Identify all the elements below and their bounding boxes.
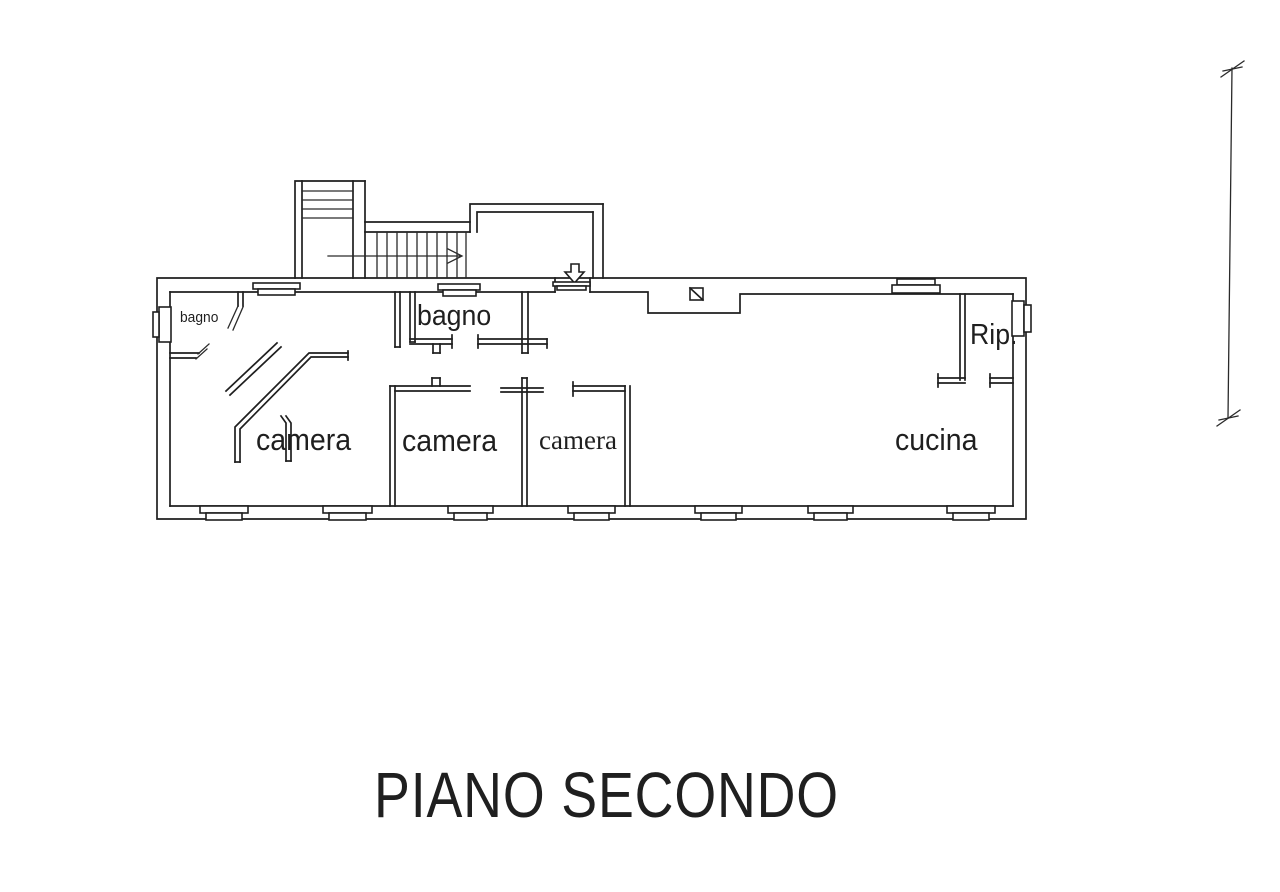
window [252,282,301,296]
room-label-bagno-small: bagno [180,309,219,326]
dimension-line [1216,60,1245,427]
room-label-camera-1: camera [256,422,352,457]
camera-partition-walls [389,291,631,507]
room-label-camera-3: camera [539,425,617,455]
camera1-angled-walls [224,341,349,463]
stairs-direction-arrow-icon [327,248,464,264]
window [567,505,616,521]
floor-title: PIANO SECONDO [374,759,839,831]
window [946,505,996,521]
window [322,505,373,521]
room-label-rip: Rip. [970,319,1018,351]
window [199,505,249,521]
rip-walls [937,293,1014,388]
window [694,505,743,521]
window [152,306,172,343]
bagno-walls [409,291,548,354]
staircase [294,180,604,279]
room-label-camera-2: camera [402,423,498,458]
building-walls [156,277,1027,520]
window [1011,300,1032,337]
entrance-arrow-icon [563,263,586,285]
window [447,505,494,521]
window [891,278,941,294]
room-label-cucina: cucina [895,422,978,457]
shaft-icon [688,286,705,302]
entrance-sill [552,281,591,291]
window [807,505,854,521]
window [437,283,481,297]
small-bagno-walls [169,291,244,360]
room-label-bagno: bagno [417,300,492,332]
